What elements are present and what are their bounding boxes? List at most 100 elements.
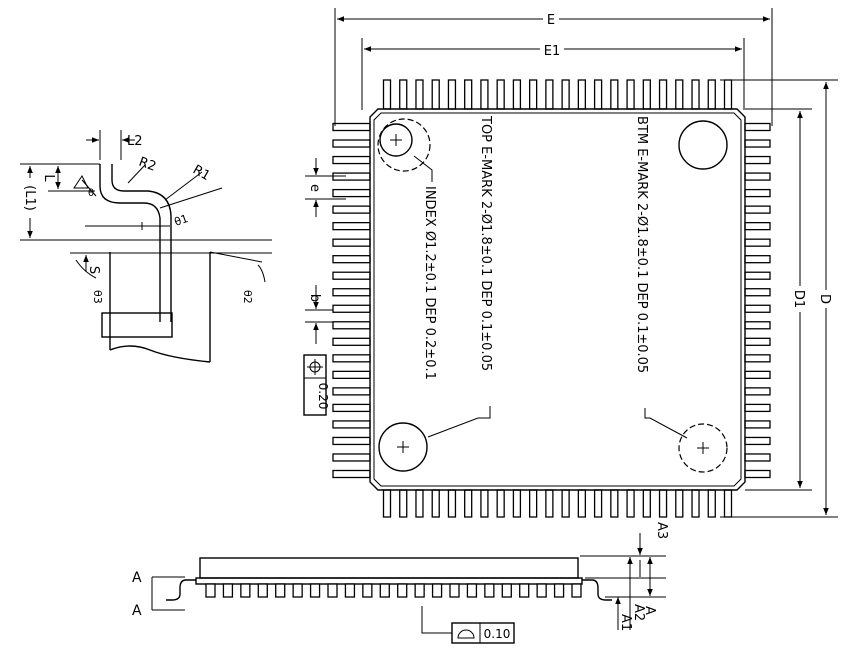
left-lead xyxy=(332,172,371,181)
side-lead xyxy=(466,583,478,598)
left-lead xyxy=(332,436,371,446)
right-lead xyxy=(744,436,771,446)
bottom-lead xyxy=(561,489,570,518)
left-lead xyxy=(332,403,371,413)
section-A-bottom-label: A xyxy=(132,603,142,619)
dim-e-label: e xyxy=(307,184,322,192)
bottom-lead xyxy=(399,489,408,518)
lead-detail-view: L (L1) L2 R2 R1 θ θ1 S θ3 θ2 xyxy=(20,130,272,363)
angle-theta-label: θ xyxy=(88,188,94,199)
left-lead xyxy=(332,420,371,429)
dim-A-label: A xyxy=(642,606,657,615)
bottom-lead xyxy=(691,489,700,518)
bottom-lead xyxy=(675,489,684,518)
side-lead xyxy=(484,583,495,598)
left-lead xyxy=(332,354,371,363)
dim-A3-label: A3 xyxy=(654,522,669,539)
side-view: A A A3 A A2 A1 0.10 xyxy=(132,522,669,644)
bottom-lead xyxy=(593,489,603,518)
top-lead xyxy=(626,79,635,110)
left-lead xyxy=(332,304,371,313)
flatness-tolerance-frame: 0.10 xyxy=(451,622,515,644)
left-lead xyxy=(332,453,371,462)
side-lead-row xyxy=(205,583,582,598)
side-lead xyxy=(205,583,216,598)
top-lead-row xyxy=(382,79,733,110)
dim-D-label: D xyxy=(817,294,832,304)
bottom-lead xyxy=(723,489,733,518)
left-lead xyxy=(332,238,371,247)
dim-A2-label: A2 xyxy=(631,604,646,621)
angle-theta3-label: θ3 xyxy=(91,290,104,304)
flatness-tolerance-value: 0.10 xyxy=(484,627,511,641)
bottom-lead xyxy=(528,489,538,518)
right-lead xyxy=(744,403,771,413)
side-lead xyxy=(362,583,373,598)
top-lead xyxy=(593,79,603,110)
right-lead xyxy=(744,188,771,198)
left-lead xyxy=(332,288,371,297)
top-lead xyxy=(512,79,522,110)
side-lead xyxy=(536,583,547,598)
dim-R2-label: R2 xyxy=(137,155,158,175)
dim-L2-label: L2 xyxy=(127,134,143,149)
left-lead xyxy=(332,155,371,165)
side-lead xyxy=(309,583,321,598)
bottom-lead xyxy=(545,489,554,518)
index-note: INDEX Ø1.2±0.1 DEP 0.2±0.1 xyxy=(422,186,437,380)
bottom-lead xyxy=(382,489,392,518)
right-lead xyxy=(744,304,771,313)
top-lead xyxy=(382,79,392,110)
bottom-lead xyxy=(464,489,473,518)
left-lead xyxy=(332,321,371,330)
top-lead xyxy=(561,79,570,110)
btm-emark-top-right xyxy=(678,120,728,170)
left-lead xyxy=(332,370,371,380)
left-lead xyxy=(332,337,371,346)
bottom-lead xyxy=(480,489,489,518)
top-emark-note: TOP E-MARK 2-Ø1.8±0.1 DEP 0.1±0.05 xyxy=(478,115,493,371)
side-lead xyxy=(414,583,425,598)
bottom-lead xyxy=(626,489,635,518)
bottom-lead xyxy=(577,489,587,518)
dim-L1-label: (L1) xyxy=(22,185,37,211)
side-lead xyxy=(275,583,286,598)
right-lead xyxy=(744,205,771,214)
left-lead xyxy=(332,221,371,231)
right-lead xyxy=(744,321,771,330)
btm-emark-note: BTM E-MARK 2-Ø1.8±0.1 DEP 0.1±0.05 xyxy=(634,116,649,373)
side-lead xyxy=(449,583,460,598)
side-lead xyxy=(519,583,530,598)
side-lead xyxy=(501,583,512,598)
dim-L-label: L xyxy=(41,174,56,182)
angle-theta1-label: θ1 xyxy=(173,212,190,229)
top-lead xyxy=(707,79,716,110)
bottom-lead xyxy=(431,489,440,518)
section-A-top-label: A xyxy=(132,570,142,586)
dim-R1-label: R1 xyxy=(190,162,212,184)
right-lead xyxy=(744,453,771,462)
package-body-outline xyxy=(369,108,746,491)
side-lead xyxy=(222,583,234,598)
angle-theta2-label: θ2 xyxy=(241,290,254,304)
top-lead xyxy=(691,79,700,110)
side-lead xyxy=(240,583,251,598)
right-lead xyxy=(744,288,771,297)
right-lead xyxy=(744,139,771,148)
bottom-lead xyxy=(447,489,457,518)
side-lead xyxy=(327,583,338,598)
top-lead xyxy=(642,79,651,110)
left-lead xyxy=(332,271,371,280)
top-lead xyxy=(658,79,668,110)
top-lead xyxy=(447,79,457,110)
dim-E1-label: E1 xyxy=(544,44,561,59)
right-lead xyxy=(744,155,771,165)
package-body-inner-outline xyxy=(373,112,742,487)
top-lead xyxy=(528,79,538,110)
top-lead xyxy=(723,79,733,110)
left-lead xyxy=(332,469,371,479)
right-lead xyxy=(744,221,771,231)
top-lead xyxy=(399,79,408,110)
bottom-lead xyxy=(415,489,424,518)
dim-A1-label: A1 xyxy=(618,614,633,631)
